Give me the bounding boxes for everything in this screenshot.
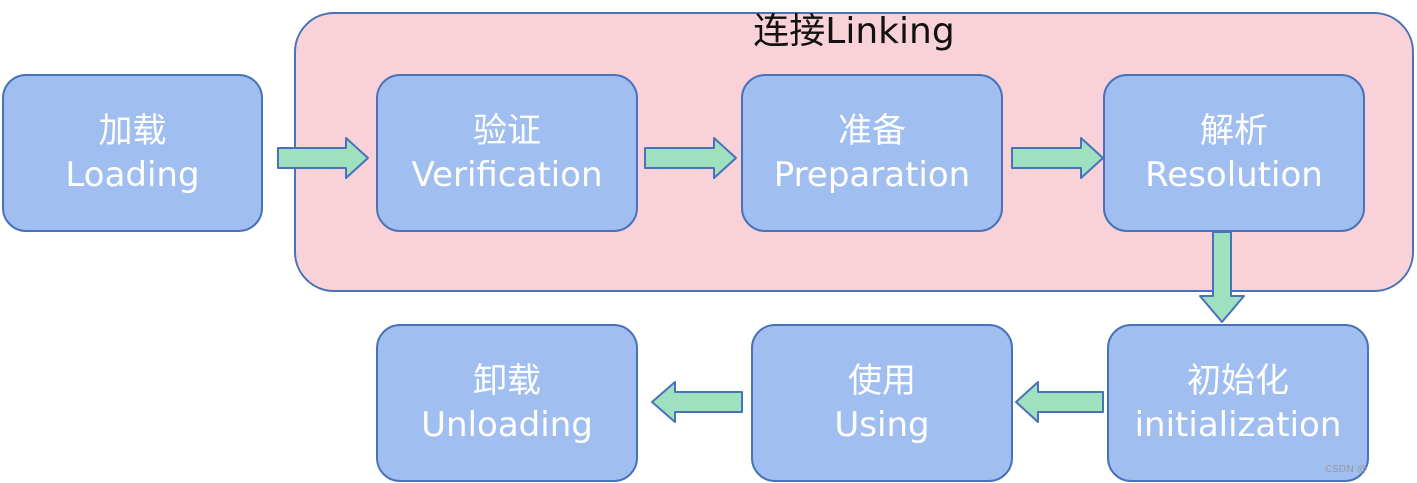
node-using-en: Using	[834, 405, 930, 445]
node-initialization-zh: 初始化	[1187, 361, 1289, 401]
arrow-resolution-to-initialization	[1199, 231, 1245, 323]
arrow-using-to-unloading	[651, 381, 743, 423]
node-preparation: 准备 Preparation	[741, 74, 1003, 232]
arrow-preparation-to-resolution	[1011, 137, 1104, 179]
node-initialization: 初始化 initialization	[1107, 324, 1369, 482]
node-resolution: 解析 Resolution	[1103, 74, 1365, 232]
arrow-initialization-to-using	[1015, 381, 1104, 423]
node-verification-zh: 验证	[473, 111, 541, 151]
node-preparation-en: Preparation	[773, 155, 971, 195]
node-resolution-en: Resolution	[1145, 155, 1323, 195]
node-preparation-zh: 准备	[838, 111, 906, 151]
watermark: CSDN @	[1325, 464, 1367, 475]
node-loading: 加载 Loading	[2, 74, 263, 232]
node-initialization-en: initialization	[1134, 405, 1342, 445]
node-loading-en: Loading	[65, 155, 200, 195]
node-unloading-zh: 卸载	[473, 361, 541, 401]
node-using-zh: 使用	[848, 361, 916, 401]
node-resolution-zh: 解析	[1200, 111, 1268, 151]
arrow-verification-to-preparation	[644, 137, 737, 179]
linking-group-title: 连接Linking	[753, 11, 955, 52]
node-loading-zh: 加载	[98, 111, 167, 151]
node-using: 使用 Using	[751, 324, 1013, 482]
node-unloading-en: Unloading	[421, 405, 593, 445]
node-unloading: 卸载 Unloading	[376, 324, 638, 482]
arrow-loading-to-verification	[277, 137, 369, 179]
node-verification-en: Verification	[411, 155, 603, 195]
node-verification: 验证 Verification	[376, 74, 638, 232]
